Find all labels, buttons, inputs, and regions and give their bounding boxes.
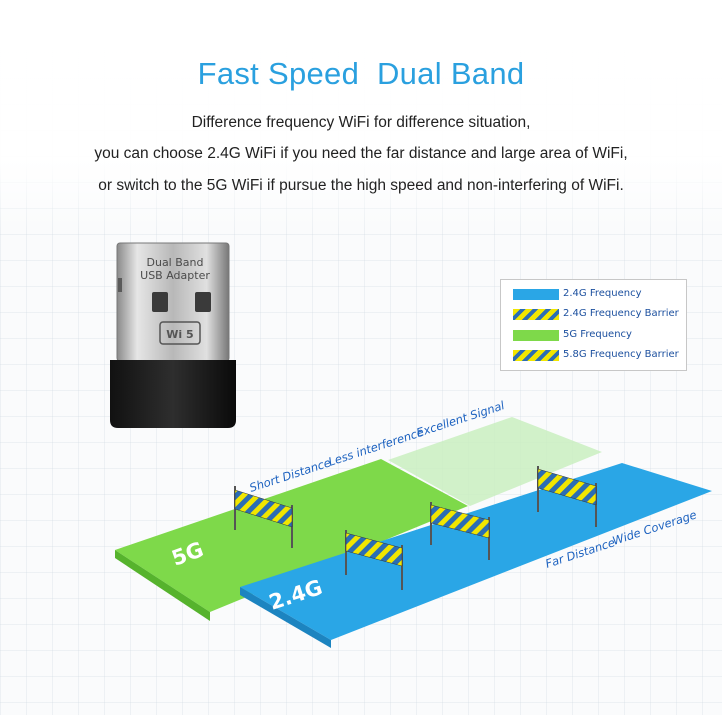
adapter-text-2: USB Adapter: [140, 269, 210, 282]
frequency-legend: 2.4G Frequency 2.4G Frequency Barrier 5G…: [500, 279, 687, 371]
description-line-3: or switch to the 5G WiFi if pursue the h…: [98, 177, 624, 194]
usb-adapter-image: Wi 5 Dual Band USB Adapter: [110, 242, 236, 428]
barrier-5g: [234, 486, 293, 548]
legend-swatch-hatch: [513, 309, 559, 320]
page-title: Fast Speed Dual Band: [197, 56, 525, 91]
legend-label: 5G Frequency: [563, 329, 632, 340]
description-line-2: you can choose 2.4G WiFi if you need the…: [94, 145, 628, 162]
barrier-24g-2: [430, 502, 490, 560]
barrier-24g-3: [537, 466, 597, 527]
barrier-24g-1: [345, 530, 403, 590]
adapter-text-1: Dual Band: [147, 256, 204, 269]
legend-label: 2.4G Frequency: [563, 288, 642, 299]
legend-swatch-green: [513, 330, 559, 341]
description-line-1: Difference frequency WiFi for difference…: [191, 114, 531, 131]
wifi-logo-mark: Wi 5: [166, 328, 193, 341]
header-fade: [0, 0, 722, 230]
legend-label: 2.4G Frequency Barrier: [563, 308, 679, 319]
band-5g-faded-area: [388, 417, 602, 506]
legend-label: 5.8G Frequency Barrier: [563, 349, 679, 360]
band-24g-surface: [240, 463, 712, 640]
legend-swatch-blue: [513, 289, 559, 300]
legend-swatch-hatch: [513, 350, 559, 361]
